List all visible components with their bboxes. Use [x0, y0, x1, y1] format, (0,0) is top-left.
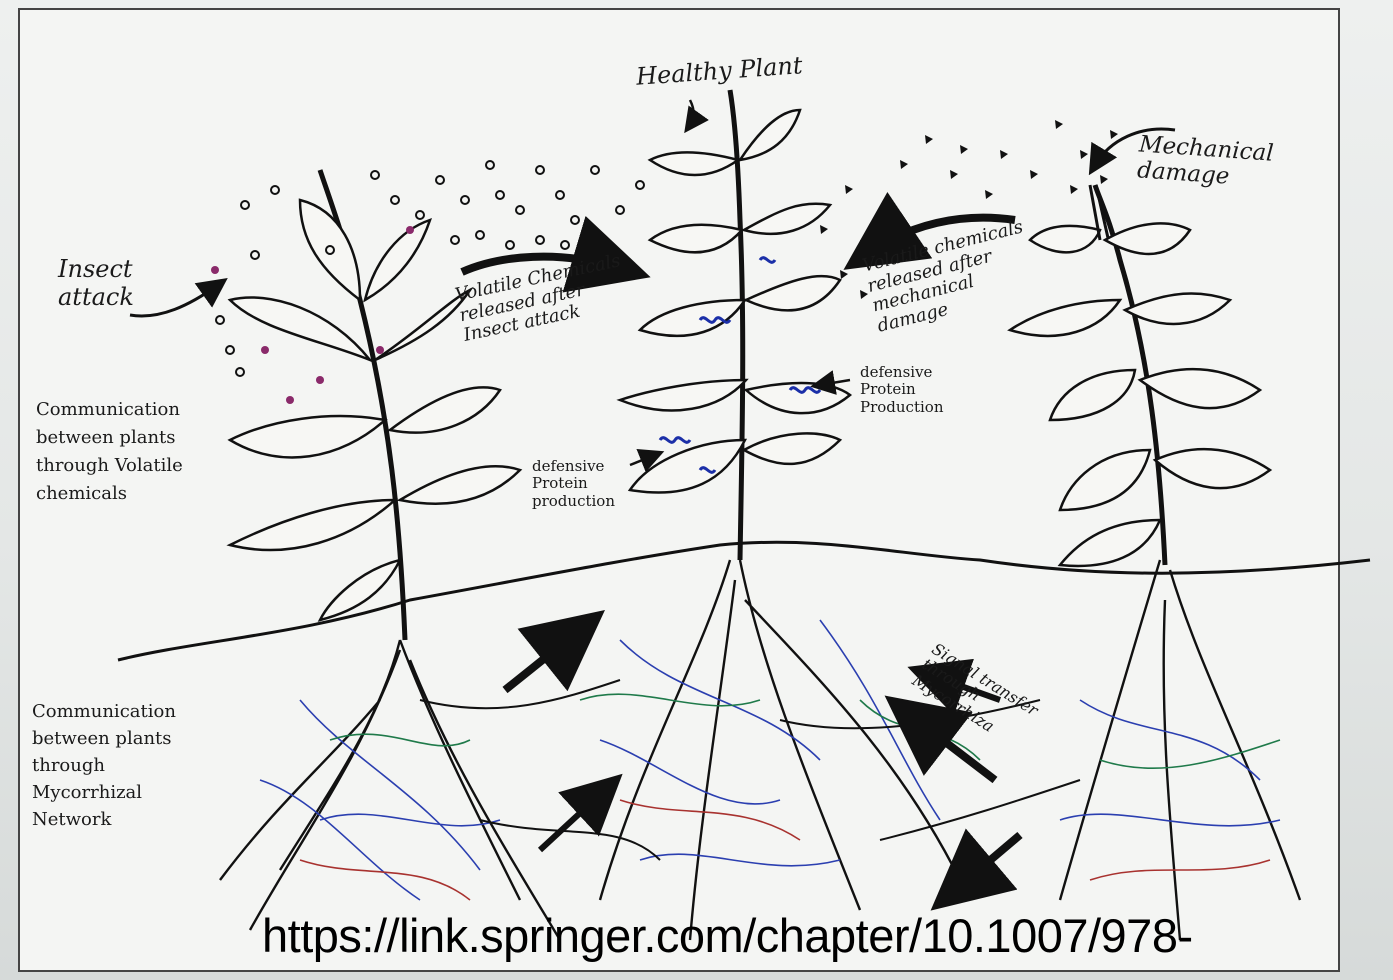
arrow-insect-attack [130, 285, 218, 316]
label-insect-attack: Insect attack [58, 256, 134, 311]
arrow-root-5 [955, 835, 1020, 890]
root-network [220, 560, 1300, 940]
source-url: https://link.springer.com/chapter/10.100… [262, 908, 1193, 963]
plant-stems [320, 90, 1165, 640]
arrow-healthy-plant [690, 100, 694, 125]
label-comm-mycorrhizal: Communication between plants through Myc… [32, 698, 176, 833]
arrow-root-1 [505, 630, 580, 690]
arrow-def-left [630, 455, 655, 465]
arrow-def-right [820, 380, 850, 385]
label-mechanical-damage: Mechanical damage [1136, 131, 1274, 193]
label-defensive-right: defensive Protein Production [860, 364, 943, 416]
arrow-root-2 [540, 790, 605, 850]
label-comm-volatile: Communication between plants through Vol… [36, 396, 183, 508]
ground-line [118, 542, 1370, 660]
label-defensive-left: defensive Protein production [532, 458, 615, 510]
